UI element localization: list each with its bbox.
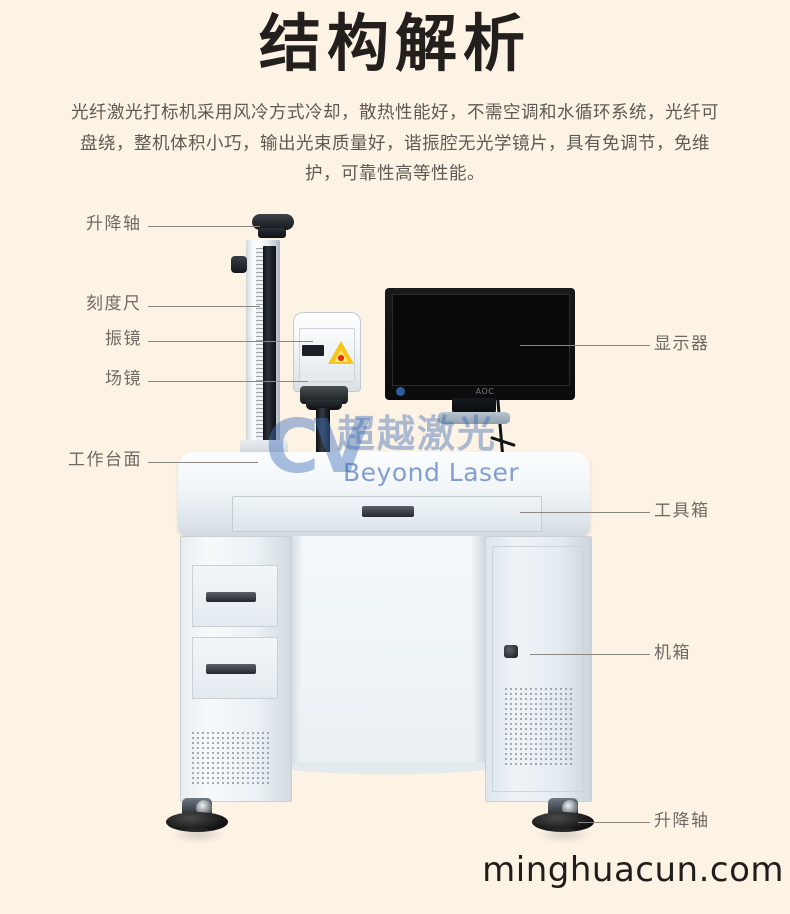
callout-leader-lift-axis: [148, 226, 260, 227]
callout-label-field-lens: 场镜: [105, 369, 142, 389]
chassis-lock-icon: [504, 645, 518, 658]
callout-label-tool-box: 工具箱: [654, 501, 710, 521]
callout-label-lift-foot: 升降轴: [654, 811, 710, 831]
desk-recess: [290, 536, 485, 776]
left-foot-reflection: [170, 828, 226, 844]
lift-lock-knob: [231, 256, 247, 273]
monitor-screen: [392, 294, 570, 386]
desk-recess-right-wall: [472, 536, 486, 776]
monitor-stand: [438, 412, 510, 424]
callout-label-chassis: 机箱: [654, 643, 691, 663]
field-lens: [300, 386, 348, 404]
lift-rail: [263, 246, 276, 446]
footer-url: minghuacun.com: [482, 850, 784, 890]
monitor-brand-logo: AOC: [475, 387, 495, 396]
lens-support-post: [316, 408, 330, 460]
right-lift-foot: [532, 798, 594, 832]
left-drawer-lower-handle: [206, 664, 256, 674]
tool-box-handle: [362, 506, 414, 517]
callout-label-monitor: 显示器: [654, 334, 710, 354]
callout-leader-field-lens: [148, 381, 308, 382]
lift-handwheel: [252, 214, 294, 230]
right-foot-pad: [532, 812, 594, 832]
callout-leader-scale-ruler: [148, 306, 260, 307]
left-vent-grille: [192, 732, 270, 784]
callout-label-lift-axis: 升降轴: [86, 214, 142, 234]
callout-leader-tool-box: [520, 512, 650, 513]
callout-leader-chassis: [530, 654, 650, 655]
laser-beam-dot-icon: [338, 355, 344, 361]
callout-leader-galvanometer: [148, 341, 313, 342]
left-lift-foot: [166, 798, 228, 832]
chassis-door: [492, 546, 584, 792]
left-foot-pad: [166, 812, 228, 832]
page-description: 光纤激光打标机采用风冷方式冷却，散热性能好，不需空调和水循环系统，光纤可盘绕，整…: [71, 103, 719, 185]
monitor-power-led: [396, 387, 405, 396]
callout-label-work-table: 工作台面: [68, 450, 142, 470]
monitor-neck: [452, 398, 496, 414]
right-foot-reflection: [536, 828, 592, 844]
left-drawer-upper-handle: [206, 592, 256, 602]
lift-handwheel-shaft: [258, 228, 286, 238]
right-vent-grille: [505, 688, 573, 768]
callout-label-scale-ruler: 刻度尺: [86, 294, 142, 314]
callout-leader-work-table: [148, 462, 258, 463]
callout-leader-monitor: [520, 345, 650, 346]
galvo-display: [302, 345, 324, 356]
desk-recess-bottom: [290, 762, 486, 784]
callout-leader-lift-foot: [578, 822, 650, 823]
field-lens-barrel: [306, 400, 342, 410]
callout-label-galvanometer: 振镜: [105, 329, 142, 349]
scale-ruler-strip: [256, 248, 264, 444]
page-title: 结构解析: [258, 7, 531, 80]
